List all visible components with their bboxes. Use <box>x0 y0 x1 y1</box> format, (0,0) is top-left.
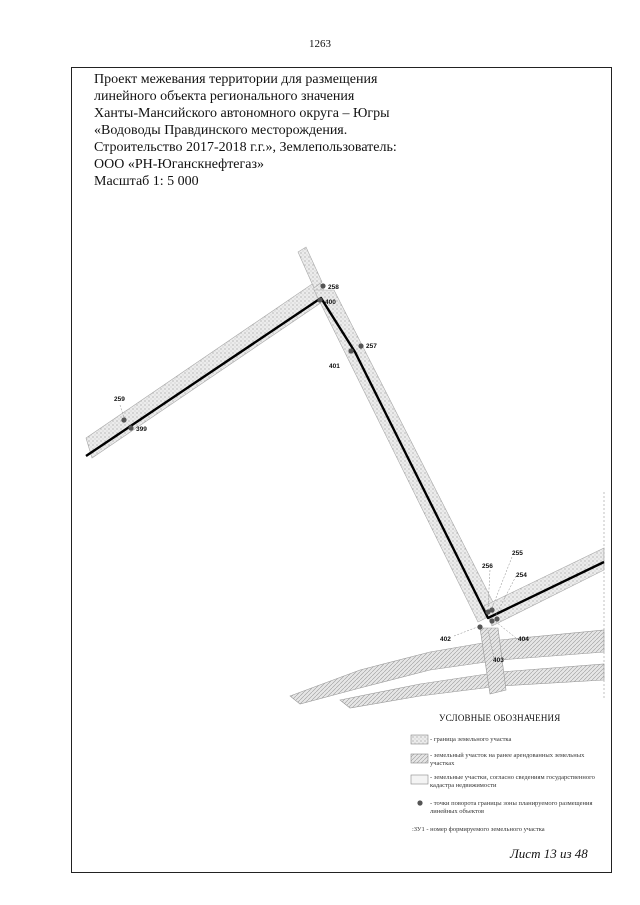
map-point-401 <box>348 348 354 354</box>
legend-text: - земельный участок на ранее арендованны… <box>430 752 585 767</box>
map-frame <box>71 67 612 873</box>
point-label-399: 399 <box>136 426 147 433</box>
map-point-399 <box>128 425 134 431</box>
turn-points <box>121 283 500 630</box>
page-number: 1263 <box>309 38 331 50</box>
map-point-402 <box>477 624 483 630</box>
scale-label: Масштаб 1: 5 000 <box>94 174 199 189</box>
point-label-257: 257 <box>366 343 377 350</box>
legend-text: :ЗУ1 - номер формируемого земельного уча… <box>412 826 545 833</box>
title-line: Проект межевания территории для размещен… <box>94 72 378 87</box>
map-point-255 <box>489 607 495 613</box>
point-label-259: 259 <box>114 396 125 403</box>
point-label-254: 254 <box>516 572 527 579</box>
map-point-404 <box>489 618 495 624</box>
corridor-zone-east <box>483 547 605 627</box>
map-point-400 <box>317 297 323 303</box>
point-label-255: 255 <box>512 550 523 557</box>
map-point-256 <box>485 609 491 615</box>
corridor-zone-north <box>297 246 323 289</box>
legend-item-parcel-number: :ЗУ1 - номер формируемого земельного уча… <box>412 826 612 834</box>
legend-title: УСЛОВНЫЕ ОБОЗНАЧЕНИЯ <box>439 713 561 723</box>
title-block: Проект межевания территории для размещен… <box>94 71 474 190</box>
title-line: ООО «РН-Юганскнефтегаз» <box>94 157 265 172</box>
legend-symbol-point <box>417 800 423 806</box>
title-line: Ханты-Мансийского автономного округа – Ю… <box>94 106 390 121</box>
legend-text: - точки поворота границы зоны планируемо… <box>430 800 593 815</box>
map-point-257 <box>358 343 364 349</box>
title-line: Строительство 2017-2018 г.г.», Землеполь… <box>94 140 397 155</box>
legend-text: - граница земельного участка <box>430 736 512 743</box>
sheet-label: Лист 13 из 48 <box>510 846 588 861</box>
point-label-400: 400 <box>325 299 336 306</box>
legend-text: - земельные участки, согласно сведениям … <box>430 774 595 789</box>
legend-symbol-leased <box>410 753 429 764</box>
road-parcel-cross <box>479 627 507 695</box>
point-label-256: 256 <box>482 563 493 570</box>
map-point-254 <box>494 616 500 622</box>
point-label-402: 402 <box>440 636 451 643</box>
point-label-401: 401 <box>329 363 340 370</box>
point-label-404: 404 <box>518 636 529 643</box>
legend-symbol-cadastre <box>410 774 429 785</box>
map-point-259 <box>121 417 127 423</box>
title-line: «Водоводы Правдинского месторождения. <box>94 123 348 138</box>
legend-symbol-boundary <box>410 734 429 745</box>
leader-lines <box>119 404 517 659</box>
title-line: линейного объекта регионального значения <box>94 89 355 104</box>
pipeline-line <box>85 296 605 620</box>
point-label-258: 258 <box>328 284 339 291</box>
map-point-258 <box>320 283 326 289</box>
point-label-403: 403 <box>493 657 504 664</box>
